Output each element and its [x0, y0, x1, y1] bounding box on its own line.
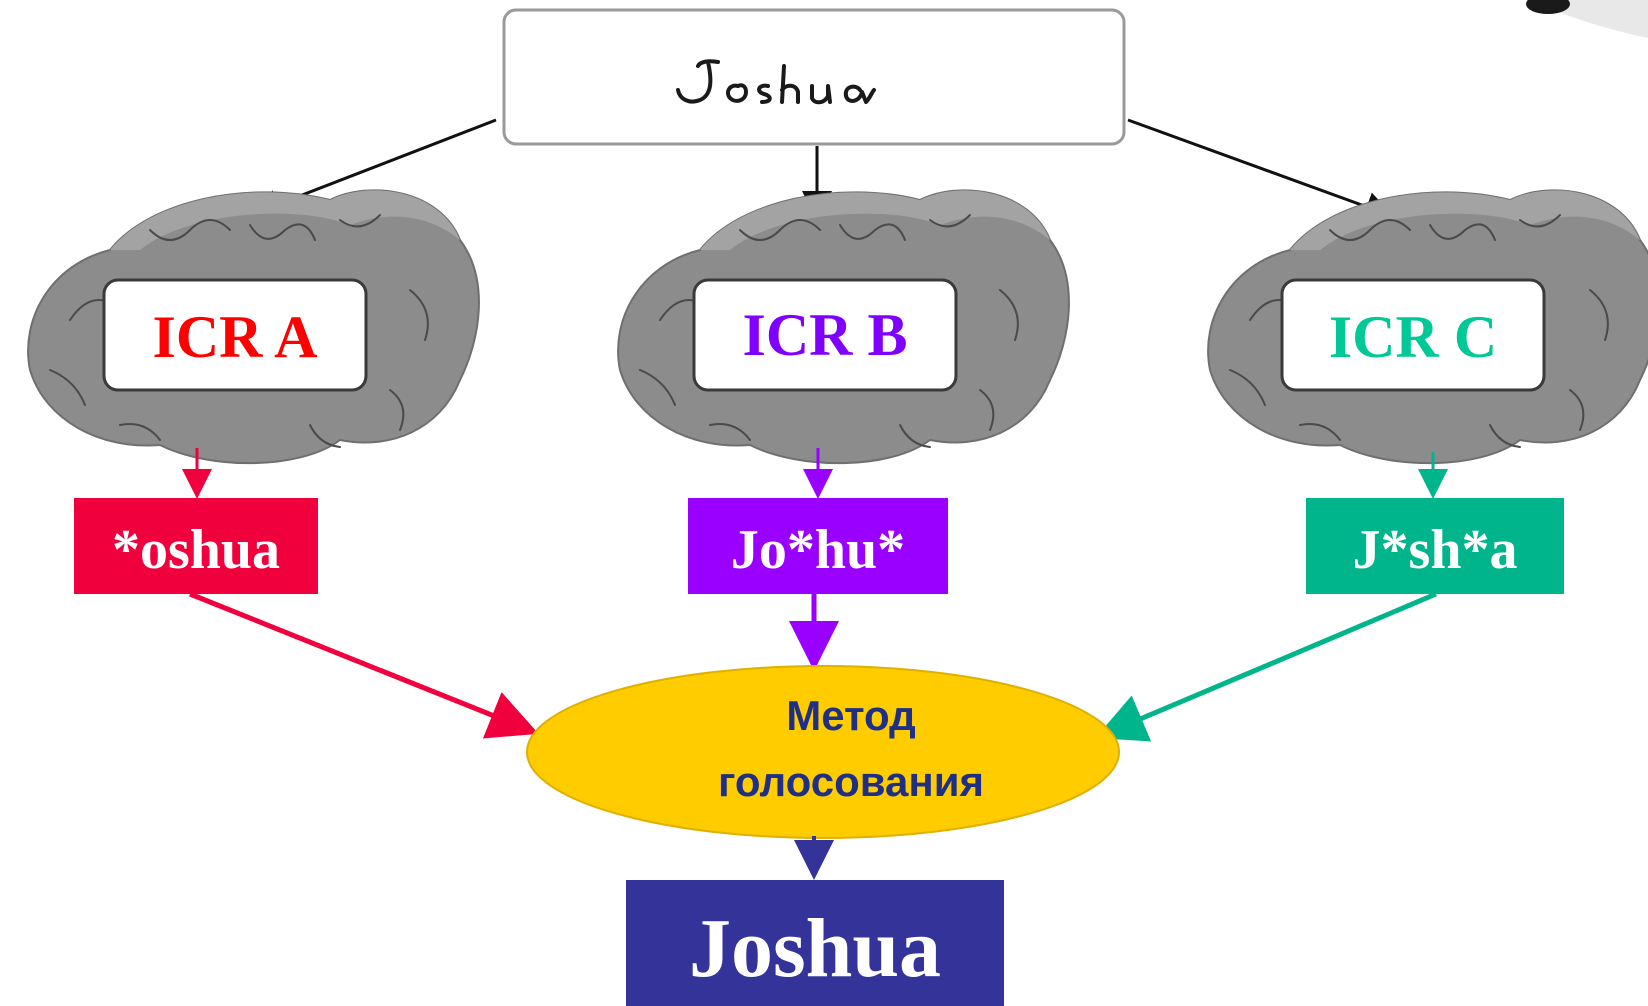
- handwritten-joshua: [676, 59, 876, 105]
- icr-a-label: ICR A: [152, 304, 317, 370]
- result-a-box: *oshua: [74, 498, 318, 594]
- voting-line-1: Метод: [786, 692, 916, 739]
- final-output-text: Joshua: [689, 902, 941, 995]
- final-output-box: Joshua: [626, 880, 1004, 1006]
- result-a-text: *oshua: [112, 519, 280, 581]
- icr-c-box: ICR C: [1280, 278, 1546, 392]
- result-b-text: Jo*hu*: [731, 519, 905, 581]
- result-c-box: J*sh*a: [1306, 498, 1564, 594]
- icr-a-box: ICR A: [102, 278, 368, 392]
- icr-b-box: ICR B: [692, 278, 958, 392]
- result-c-text: J*sh*a: [1353, 519, 1518, 581]
- icr-b-label: ICR B: [742, 302, 907, 368]
- input-handwriting-box: [502, 8, 1126, 146]
- result-b-box: Jo*hu*: [688, 498, 948, 594]
- arrow-result-a-to-voting: [189, 591, 539, 739]
- arrow-result-c-to-voting: [1095, 591, 1437, 742]
- arrow-input-to-icr-c: [1127, 118, 1395, 221]
- pen-tip-icon: [1526, 0, 1648, 38]
- voting-method: Метод голосования: [526, 665, 1120, 839]
- icr-c-label: ICR C: [1329, 304, 1497, 370]
- voting-line-2: голосования: [718, 758, 984, 805]
